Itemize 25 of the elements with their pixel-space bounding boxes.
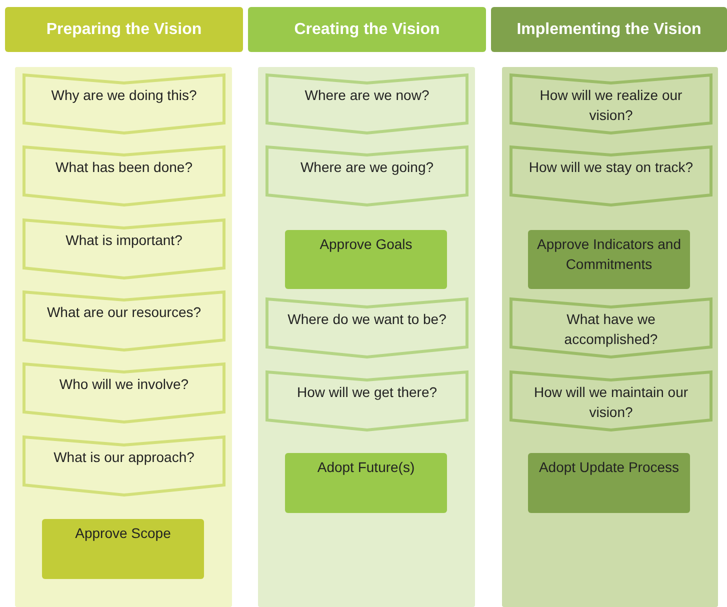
step-question: How will we realize our vision? [538,86,684,125]
step-question: What is our approach? [52,448,196,467]
milestone-box: Approve Scope [42,519,204,579]
step-question: What is important? [64,231,184,250]
milestone-box: Approve Goals [285,230,447,289]
step-question: How will we maintain our vision? [532,383,690,422]
column-header: Creating the Vision [248,7,486,52]
step-question: What has been done? [54,158,194,177]
step-question: How will we stay on track? [528,158,694,177]
step-question: Where do we want to be? [286,310,448,329]
milestone-box: Adopt Future(s) [285,453,447,513]
step-question: Where are we now? [304,86,430,105]
column-band [15,67,232,607]
step-question: Why are we doing this? [50,86,198,105]
milestone-box: Approve Indicators and Commitments [528,230,690,289]
column-header: Implementing the Vision [491,7,727,52]
column-band [502,67,718,607]
step-question: How will we get there? [296,383,438,402]
milestone-box: Adopt Update Process [528,453,690,513]
step-question: What have we accomplished? [563,310,659,349]
column-band [258,67,475,607]
step-question: Who will we involve? [58,375,190,394]
step-question: Where are we going? [299,158,435,177]
step-question: What are our resources? [46,303,202,322]
column-header: Preparing the Vision [5,7,243,52]
